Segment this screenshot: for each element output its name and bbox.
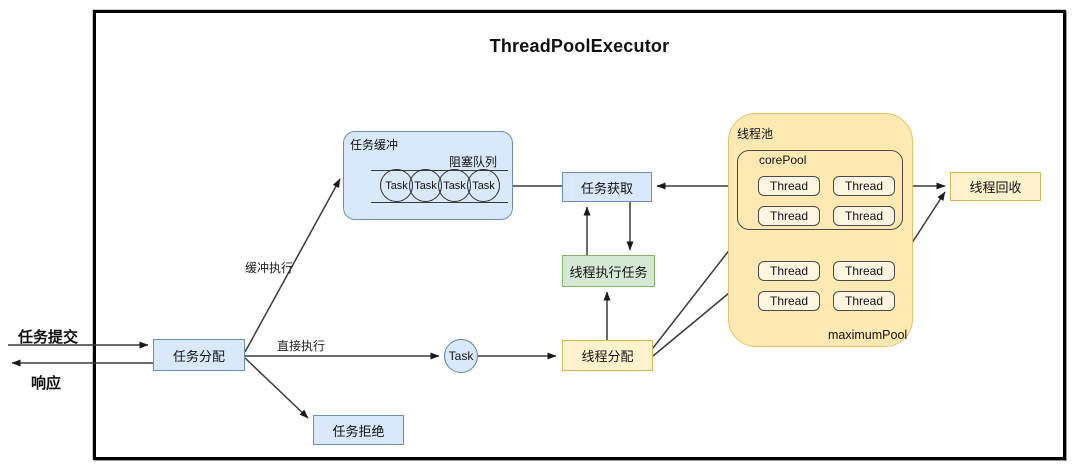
thread-node[interactable]: Thread xyxy=(758,261,820,281)
direct-task-label: Task xyxy=(448,349,474,363)
direct-exec-edge-label: 直接执行 xyxy=(277,339,326,353)
thread-recycle-node[interactable]: 线程回收 xyxy=(950,172,1041,201)
task-buffer-group[interactable]: 任务缓冲 阻塞队列 Task Task Task Task xyxy=(343,131,513,220)
thread-dispatch-node[interactable]: 线程分配 xyxy=(562,340,653,371)
queue-task-circle[interactable]: Task xyxy=(467,169,500,202)
task-reject-node[interactable]: 任务拒绝 xyxy=(313,415,404,445)
thread-execute-node[interactable]: 线程执行任务 xyxy=(562,255,655,287)
direct-task-circle[interactable]: Task xyxy=(444,339,478,373)
thread-label: Thread xyxy=(844,264,884,278)
thread-node[interactable]: Thread xyxy=(833,176,895,196)
thread-node[interactable]: Thread xyxy=(758,206,820,226)
thread-pool-title: 线程池 xyxy=(737,127,774,141)
task-fetch-label: 任务获取 xyxy=(580,180,633,196)
queue-task-label: Task xyxy=(414,179,437,192)
response-label: 响应 xyxy=(31,375,62,392)
thread-node[interactable]: Thread xyxy=(833,261,895,281)
queue-task-label: Task xyxy=(443,179,466,192)
thread-node[interactable]: Thread xyxy=(758,176,820,196)
task-dispatch-label: 任务分配 xyxy=(172,348,225,364)
diagram-title: ThreadPoolExecutor xyxy=(489,36,670,56)
task-fetch-node[interactable]: 任务获取 xyxy=(562,172,652,202)
thread-dispatch-label: 线程分配 xyxy=(581,349,634,364)
core-pool-label: corePool xyxy=(759,153,807,167)
queue-task-label: Task xyxy=(472,179,495,192)
thread-node[interactable]: Thread xyxy=(833,206,895,226)
task-reject-label: 任务拒绝 xyxy=(332,423,385,439)
thread-node[interactable]: Thread xyxy=(758,291,820,311)
diagram-frame xyxy=(93,10,1066,460)
queue-rail-bottom xyxy=(371,202,508,203)
thread-label: Thread xyxy=(844,179,884,193)
thread-pool-group[interactable]: 线程池 xyxy=(728,113,913,347)
thread-label: Thread xyxy=(769,209,809,223)
thread-label: Thread xyxy=(769,294,809,308)
task-submit-label: 任务提交 xyxy=(18,329,79,346)
thread-label: Thread xyxy=(769,264,809,278)
thread-label: Thread xyxy=(844,294,884,308)
blocking-queue-label: 阻塞队列 xyxy=(449,155,498,169)
maximum-pool-label: maximumPool xyxy=(828,328,908,342)
queue-task-label: Task xyxy=(385,179,408,192)
task-dispatch-node[interactable]: 任务分配 xyxy=(153,339,245,371)
buffer-exec-edge-label: 缓冲执行 xyxy=(245,261,294,275)
queue-rail-top xyxy=(371,170,508,171)
thread-recycle-label: 线程回收 xyxy=(969,180,1022,195)
thread-label: Thread xyxy=(844,209,884,223)
thread-label: Thread xyxy=(769,179,809,193)
thread-execute-label: 线程执行任务 xyxy=(569,264,648,280)
core-pool-group[interactable] xyxy=(737,150,903,230)
thread-node[interactable]: Thread xyxy=(833,291,895,311)
task-buffer-title: 任务缓冲 xyxy=(350,138,399,152)
